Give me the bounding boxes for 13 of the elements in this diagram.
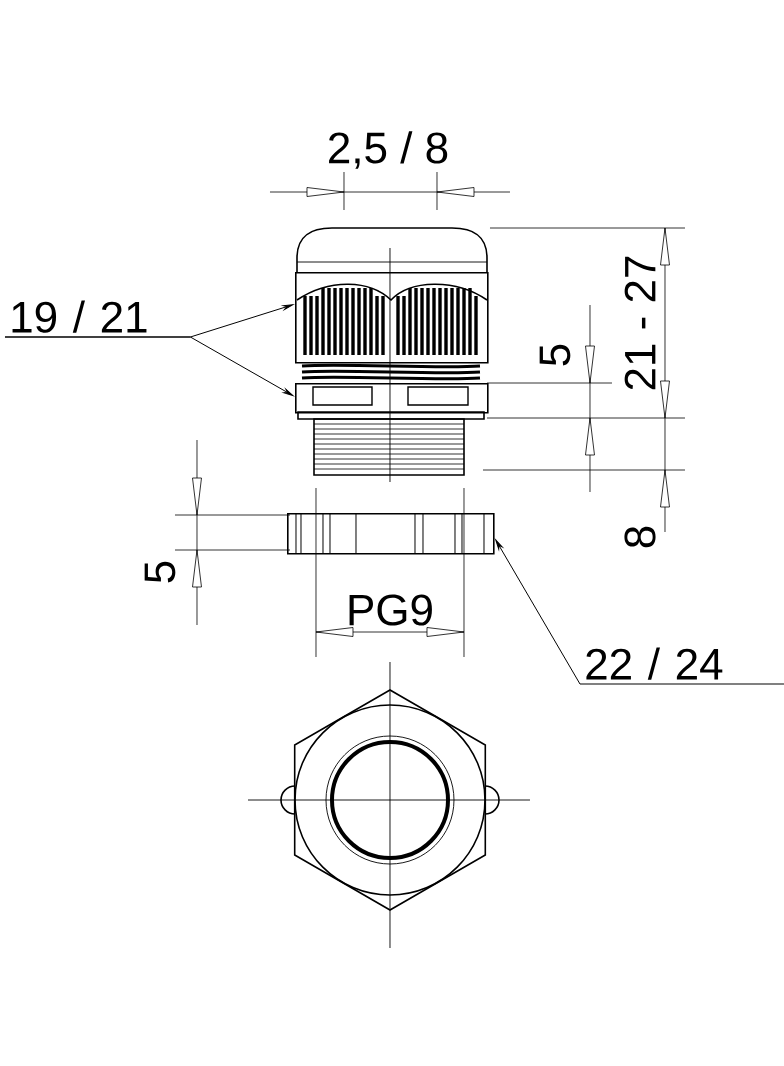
callout-label: 22 / 24 bbox=[586, 647, 723, 680]
locknut-part bbox=[287, 513, 495, 555]
callout-label: 19 / 21 bbox=[12, 300, 147, 333]
dimension-label: 8 bbox=[624, 526, 656, 548]
nut-part bbox=[295, 272, 489, 364]
dimension-label: 5 bbox=[539, 344, 571, 366]
dimension-label: 2,5 / 8 bbox=[329, 131, 448, 169]
leader-line bbox=[495, 539, 784, 685]
dimension-label: 5 bbox=[144, 561, 176, 583]
dimension-label: PG9 bbox=[349, 594, 432, 626]
leader-line bbox=[4, 336, 294, 397]
ring-part bbox=[295, 383, 489, 414]
dimension-label: 21 - 27 bbox=[624, 256, 656, 390]
